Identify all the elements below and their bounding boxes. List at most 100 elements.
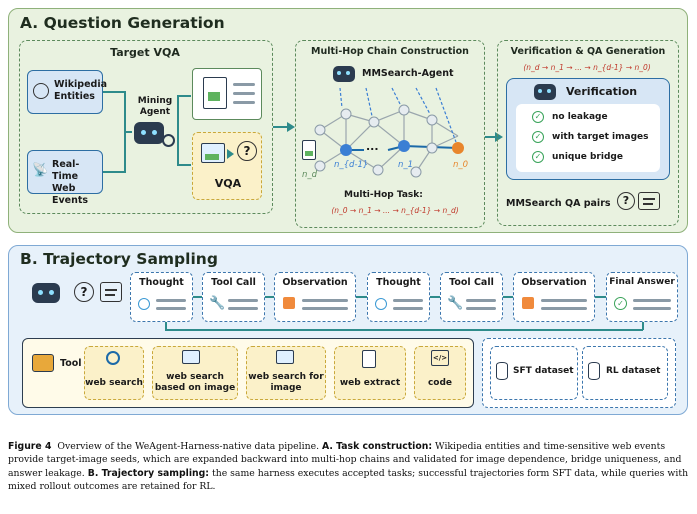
check-label: with target images [552, 132, 649, 142]
verification-section-title: Verification & QA Generation [510, 46, 666, 57]
image-icon [522, 297, 534, 309]
connector-line [165, 322, 167, 330]
caption-fig-label: Figure 4 [8, 441, 52, 452]
node-nd-label: n_d [302, 170, 318, 180]
flow-arrow [430, 296, 440, 298]
node-n0 [452, 142, 464, 154]
question-icon: ? [74, 282, 94, 302]
dataset-label: RL dataset [606, 366, 661, 376]
dataset-label: SFT dataset [513, 366, 574, 376]
chat-icon [100, 282, 122, 302]
step-label: Observation [521, 277, 587, 288]
flow-arrow [595, 296, 606, 298]
check-icon: ✓ [532, 111, 544, 123]
database-icon [496, 362, 508, 380]
step-label: Final Answer [609, 277, 675, 287]
check-icon: ✓ [532, 151, 544, 163]
play-icon [227, 149, 234, 159]
robot-icon [134, 122, 164, 144]
tool-card-code [414, 346, 466, 400]
section-a-title: A. Question Generation [20, 14, 225, 32]
arrow-head [287, 122, 295, 132]
connector-line [642, 322, 644, 330]
step-toolcall-card [202, 272, 265, 322]
arrow-head [495, 132, 503, 142]
realtime-events-box: 📡 Real-Time Web Events [27, 150, 103, 206]
document-icon [203, 77, 227, 109]
check-label: unique bridge [552, 152, 623, 162]
node-nd1-label: n_{d-1} [334, 160, 369, 170]
connector-line [103, 91, 125, 93]
step-label: Tool Call [449, 277, 494, 288]
wrench-icon: 🔧 [447, 296, 464, 311]
image-icon [276, 350, 294, 364]
caption-text-3: the same harness executes accepted tasks… [8, 467, 689, 493]
caption-text-2: Wikipedia entities and time-sensitive we… [8, 441, 682, 479]
verification-title: Verification [566, 85, 638, 98]
speech-bubble-icon [375, 298, 387, 310]
mmsearch-agent-label: MMSearch-Agent [362, 68, 454, 79]
flow-arrow [485, 136, 497, 138]
dataset-card [490, 346, 578, 400]
dots-label: ... [366, 140, 379, 153]
node-nd1 [340, 144, 352, 156]
code-icon: </> [431, 350, 449, 366]
check-icon: ✓ [614, 297, 627, 310]
section-b-title: B. Trajectory Sampling [20, 250, 218, 268]
tool-name: code [427, 378, 453, 388]
qa-pairs-label: MMSearch QA pairs [506, 198, 611, 209]
flow-arrow [503, 296, 513, 298]
dataset-card [582, 346, 668, 400]
figure-caption: Figure 4 Overview of the WeAgent-Harness… [8, 440, 690, 494]
tool-name: web search [85, 378, 143, 388]
multihop-task-label: Multi-Hop Task: [344, 190, 423, 200]
mining-agent-label: Mining Agent [137, 96, 173, 117]
connector-line [124, 131, 132, 133]
multihop-box [295, 40, 485, 228]
step-label: Observation [282, 277, 348, 288]
connector-line [177, 164, 191, 166]
image-icon [201, 143, 225, 163]
target-vqa-title: Target VQA [110, 46, 180, 59]
wrench-icon: 🔧 [209, 296, 226, 311]
image-search-icon [182, 350, 200, 364]
caption-b-label: B. Trajectory sampling: [87, 467, 209, 479]
verification-outer-box [497, 40, 679, 226]
speech-bubble-icon [138, 298, 150, 310]
chat-icon [638, 192, 660, 210]
search-icon [106, 351, 120, 365]
check-label: no leakage [552, 112, 608, 122]
globe-icon [33, 83, 49, 99]
step-label: Tool Call [211, 277, 256, 288]
robot-icon [534, 84, 556, 100]
wikipedia-entities-box: Wikipedia Entities [27, 70, 108, 114]
wikipedia-entities-label: Wikipedia Entities [54, 79, 108, 102]
caption-a-label: A. Task construction: [322, 441, 433, 452]
step-thought-card [367, 272, 430, 322]
node-n0-label: n_0 [453, 160, 469, 170]
database-icon [588, 362, 600, 380]
robot-icon [32, 283, 60, 303]
caption-text-1: Overview of the WeAgent-Harness-native d… [57, 441, 320, 452]
check-icon: ✓ [532, 131, 544, 143]
flow-arrow [265, 296, 274, 298]
multihop-title: Multi-Hop Chain Construction [311, 46, 469, 57]
step-thought-card [130, 272, 193, 322]
flow-arrow [356, 296, 367, 298]
question-icon: ? [617, 192, 635, 210]
flow-arrow [273, 126, 289, 128]
multihop-task-chain: (n_0 → n_1 → ... → n_{d-1} → n_d) [331, 206, 459, 215]
tool-name: web search for image [248, 372, 324, 393]
magnifier-icon [162, 134, 175, 147]
verification-chain: (n_d → n_1 → ... → n_{d-1} → n_0) [523, 63, 651, 72]
target-vqa-box [19, 40, 273, 214]
realtime-events-label: Real-Time Web Events [52, 159, 89, 206]
document-icon [362, 350, 376, 368]
broadcast-icon: 📡 [32, 163, 49, 178]
robot-icon [333, 66, 355, 82]
tool-label: Tool [60, 358, 82, 369]
step-label: Thought [376, 277, 421, 288]
flow-arrow [193, 296, 202, 298]
knowledge-graph [314, 87, 464, 178]
tool-name: web extract [339, 378, 401, 388]
